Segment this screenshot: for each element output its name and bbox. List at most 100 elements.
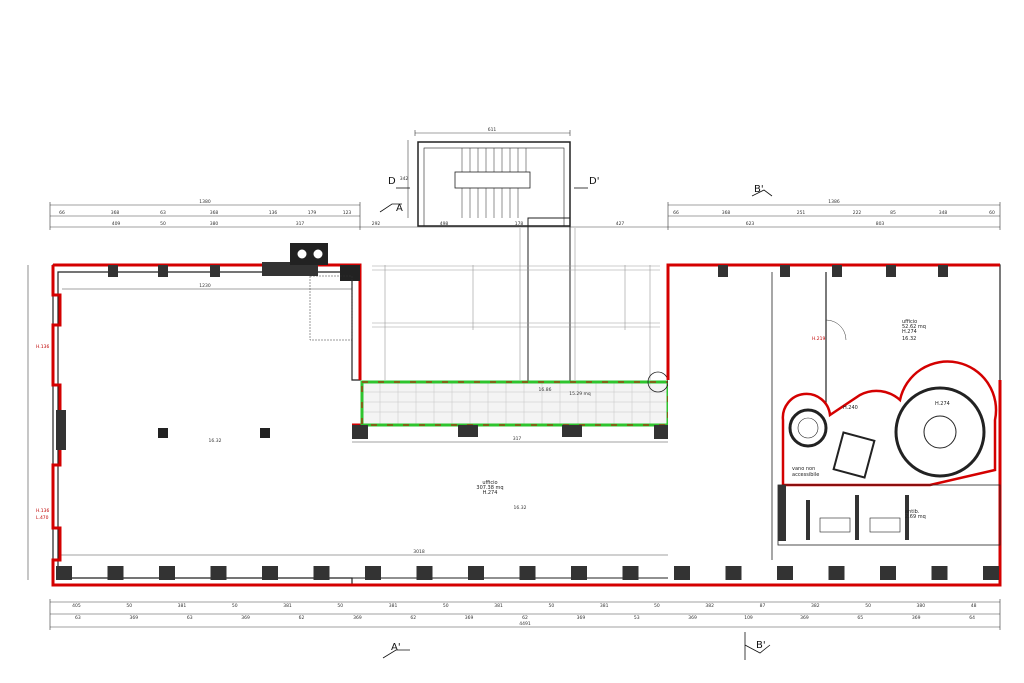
dim-value: 382: [811, 603, 820, 609]
dim-value: 369: [577, 615, 586, 621]
dim-value: 62: [410, 615, 416, 621]
dim-value: 381: [600, 603, 609, 609]
dim-top-mid: 427: [616, 221, 625, 227]
office-center-label: ufficio: [482, 480, 497, 486]
dim-value: 87: [760, 603, 766, 609]
dim-top-left-2: 409: [112, 221, 121, 227]
dim-bottom-total: 4491: [519, 621, 531, 627]
office-tr-label: ufficio: [902, 319, 917, 325]
pier: [468, 566, 484, 580]
dim-value: 380: [917, 603, 926, 609]
dim-value: 369: [912, 615, 921, 621]
central-grid: [372, 228, 660, 380]
label-l470-left: L.470: [36, 515, 49, 521]
dim-value: 65: [857, 615, 863, 621]
label-h136-left: H.136: [36, 344, 49, 350]
dim-top-right: 66: [673, 210, 679, 216]
dim-left-total: 1380: [199, 199, 211, 205]
dim-top-right-2: 803: [876, 221, 885, 227]
dim-value: 53: [634, 615, 640, 621]
dim-top-left: 63: [160, 210, 166, 216]
office-center-area: 307.38 mq: [476, 485, 503, 491]
dim-value: 64: [969, 615, 975, 621]
pier: [262, 566, 278, 580]
left-wing: [51, 243, 362, 587]
dim-top-left-2: 50: [160, 221, 166, 227]
dim-value: 405: [72, 603, 81, 609]
label-h274: H.274: [935, 401, 950, 407]
dim-top-right: 222: [853, 210, 862, 216]
dim-value: 109: [744, 615, 753, 621]
label-h219: H.219: [812, 336, 825, 342]
dim-value: 369: [465, 615, 474, 621]
label-h240: H.240: [843, 405, 858, 411]
dim-value: 50: [337, 603, 343, 609]
pier: [983, 566, 999, 580]
dim-value: 50: [443, 603, 449, 609]
dim-top-right: 60: [989, 210, 995, 216]
dim-value: 381: [283, 603, 292, 609]
dim-value: 48: [971, 603, 977, 609]
pier: [56, 566, 72, 580]
dim-value: 63: [75, 615, 81, 621]
office-tr-area: 52.62 mq: [902, 324, 926, 330]
stairwell: [417, 141, 571, 384]
dim-top-left: 368: [111, 210, 120, 216]
dim-top-right: 368: [722, 210, 731, 216]
pier: [107, 566, 124, 580]
dim-top-left: 66: [59, 210, 65, 216]
dim-value: 369: [130, 615, 139, 621]
label-h136-left-2: H.136: [36, 508, 49, 514]
pier: [674, 566, 690, 580]
dim-top-left-2: 317: [296, 221, 305, 227]
dim-top-right-2: 623: [746, 221, 755, 227]
balcony-area: 15.29 mq: [569, 391, 591, 397]
pier: [622, 566, 639, 580]
dim-value: 50: [549, 603, 555, 609]
pier: [777, 566, 793, 580]
dim-value: 63: [187, 615, 193, 621]
dim-top-right: 251: [797, 210, 806, 216]
inaccessible-room-l1: vano non: [792, 466, 815, 472]
dim-value: 62: [299, 615, 305, 621]
facade-piers: [56, 566, 999, 580]
dim-value: 50: [232, 603, 238, 609]
section-a-prime: A': [391, 642, 401, 653]
section-a: A: [396, 203, 403, 214]
dim-inner-bottom: 3018: [413, 549, 425, 555]
dim-value: 369: [688, 615, 697, 621]
dim-top-right: 348: [939, 210, 948, 216]
pier: [159, 566, 175, 580]
dim-value: 369: [241, 615, 250, 621]
dim-value: 381: [178, 603, 187, 609]
dim-corridor: 317: [513, 436, 522, 442]
dim-value: 62: [522, 615, 528, 621]
dim-top-right: 85: [890, 210, 896, 216]
section-markers: [379, 187, 773, 660]
right-elevation: 16.32: [514, 505, 527, 511]
pier: [519, 566, 536, 580]
dim-right-total: 1386: [828, 199, 840, 205]
dim-stair-height: 342: [400, 176, 409, 182]
dim-value: 382: [705, 603, 714, 609]
dim-top-left: 123: [343, 210, 352, 216]
pier: [365, 566, 381, 580]
pier: [210, 566, 227, 580]
balcony: [352, 371, 670, 439]
antib-area: 2.69 mq: [905, 514, 926, 520]
dim-top-mid: 498: [440, 221, 449, 227]
dim-value: 369: [800, 615, 809, 621]
dim-left-room-width: 1230: [199, 283, 211, 289]
pier: [931, 566, 948, 580]
inaccessible-room-l2: accessibile: [792, 472, 819, 478]
balcony-elevation: 16.86: [539, 387, 552, 393]
pier: [571, 566, 587, 580]
office-tr-elevation: 16.32: [902, 336, 916, 342]
pier: [828, 566, 845, 580]
dim-value: 381: [389, 603, 398, 609]
office-center-height: H.274: [483, 490, 498, 496]
dim-top-left-2: 292: [372, 221, 381, 227]
